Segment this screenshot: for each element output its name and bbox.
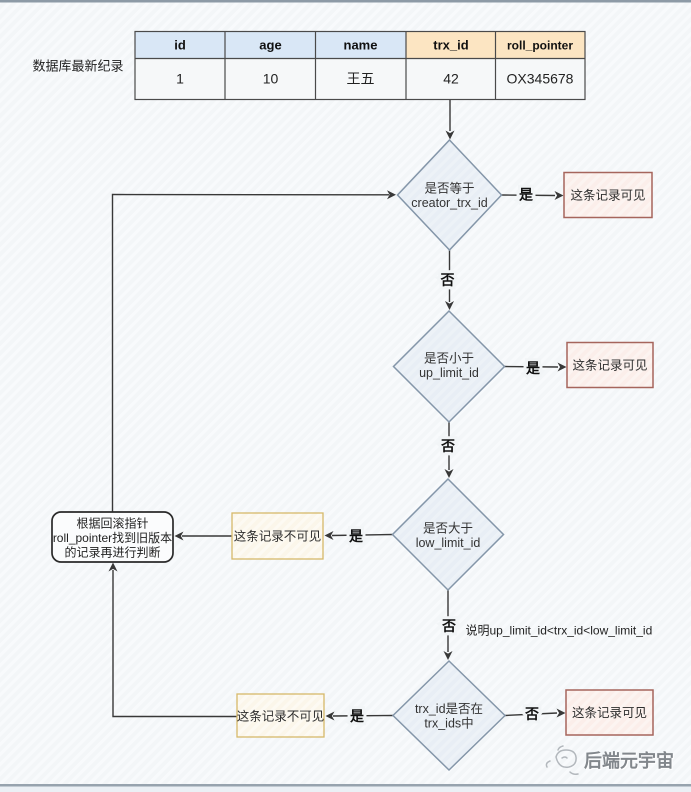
svg-text:是: 是 — [349, 528, 364, 544]
svg-text:10: 10 — [263, 71, 279, 87]
svg-text:是否小于: 是否小于 — [424, 352, 474, 366]
svg-text:这条记录可见: 这条记录可见 — [572, 705, 647, 720]
svg-text:roll_pointer: roll_pointer — [507, 39, 573, 53]
svg-text:后端元宇宙: 后端元宇宙 — [584, 750, 674, 771]
svg-text:数据库最新纪录: 数据库最新纪录 — [32, 59, 123, 74]
svg-text:是: 是 — [526, 360, 541, 376]
svg-text:trx_id是否在: trx_id是否在 — [415, 702, 483, 716]
svg-text:否: 否 — [524, 706, 539, 722]
svg-text:trx_id: trx_id — [433, 38, 468, 53]
svg-text:name: name — [344, 38, 378, 53]
svg-text:根据回滚指针: 根据回滚指针 — [76, 516, 148, 531]
svg-text:1: 1 — [176, 71, 184, 87]
svg-text:是: 是 — [519, 187, 534, 203]
svg-text:否: 否 — [440, 272, 455, 288]
svg-text:age: age — [259, 38, 281, 53]
svg-text:是: 是 — [350, 708, 365, 724]
svg-text:的记录再进行判断: 的记录再进行判断 — [64, 545, 160, 560]
svg-text:42: 42 — [443, 71, 459, 87]
svg-text:后端元宇宙: 后端元宇宙 — [585, 751, 675, 772]
svg-text:creator_trx_id: creator_trx_id — [411, 196, 487, 210]
svg-text:trx_ids中: trx_ids中 — [424, 716, 473, 731]
svg-text:是否等于: 是否等于 — [424, 181, 474, 196]
svg-text:low_limit_id: low_limit_id — [416, 536, 481, 550]
svg-text:id: id — [174, 38, 186, 53]
svg-text:roll_pointer找到旧版本: roll_pointer找到旧版本 — [53, 531, 172, 545]
svg-text:说明up_limit_id<trx_id<low_limit: 说明up_limit_id<trx_id<low_limit_id — [466, 623, 653, 638]
svg-text:这条记录可见: 这条记录可见 — [570, 188, 645, 203]
svg-text:是否大于: 是否大于 — [423, 522, 473, 536]
svg-text:这条记录可见: 这条记录可见 — [572, 358, 647, 373]
svg-text:这条记录不可见: 这条记录不可见 — [237, 709, 325, 724]
svg-text:王五: 王五 — [347, 71, 375, 87]
svg-text:否: 否 — [441, 618, 456, 634]
svg-text:OX345678: OX345678 — [507, 71, 574, 87]
svg-text:否: 否 — [440, 438, 455, 454]
svg-text:up_limit_id: up_limit_id — [419, 366, 479, 380]
svg-text:这条记录不可见: 这条记录不可见 — [234, 529, 322, 544]
